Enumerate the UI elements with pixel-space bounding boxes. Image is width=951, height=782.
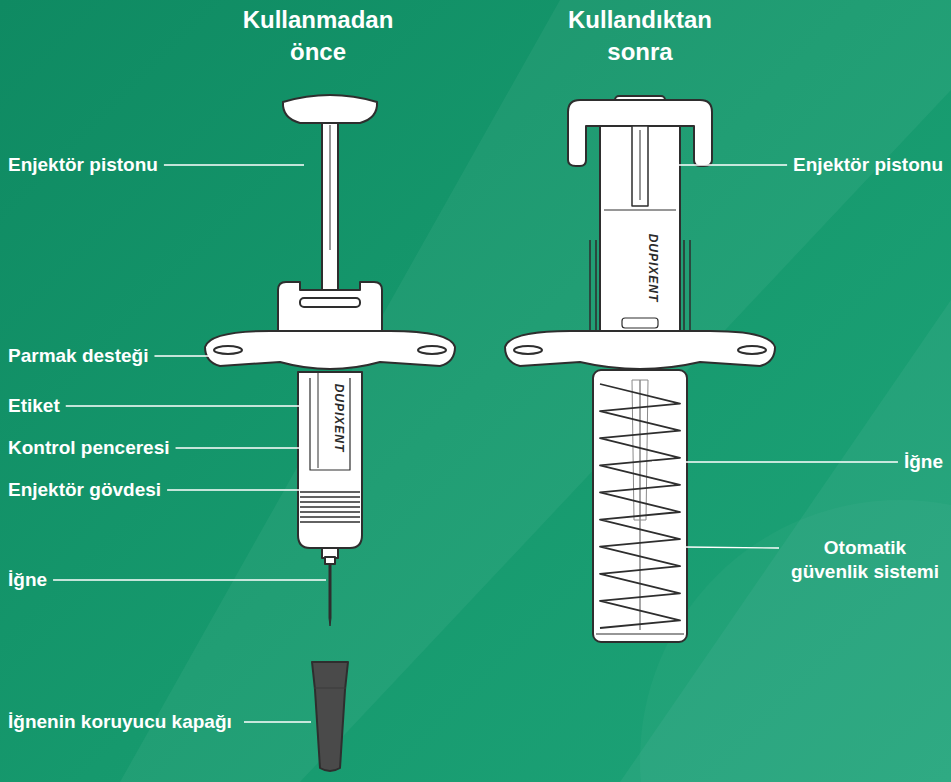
finger-flange [205,331,455,369]
needle-cap [312,662,348,771]
part-label: Kontrol penceresi [8,436,170,460]
leader-line [167,489,312,490]
part-label: Otomatik güvenlik sistemi [785,536,945,584]
grip-rib [300,521,360,523]
part-label: Parmak desteği [8,344,148,368]
housing-slot [300,298,360,307]
leader-line [650,164,787,165]
cap-line [314,688,346,689]
leader-line [164,164,304,165]
grip-rib [300,516,360,518]
brand-text: DUPIXENT [646,234,660,303]
grip-rib [300,496,360,498]
flange-slot [738,346,766,354]
part-label: Enjektör pistonu [793,153,943,177]
leader-line [652,461,898,462]
window-line [318,372,319,468]
side-clips [590,240,690,332]
brand-text: DUPIXENT [332,384,346,453]
leader-line [53,579,326,580]
part-label: İğnenin koruyucu kapağı [8,710,238,734]
part-label: İğne [904,450,943,474]
leader-line [66,405,306,406]
syringe-body [298,372,362,548]
leader-line [176,447,300,448]
needle-hub [325,557,335,564]
plunger-head [283,95,377,123]
safety-sleeve [593,370,687,642]
flange-slot [514,346,542,354]
section-heading: Kullanmadan önce [228,4,408,68]
sleeve-rim [596,633,684,634]
finger-flange [505,331,775,369]
part-label: Etiket [8,394,60,418]
leader-line [244,721,311,722]
part-label: Enjektör pistonu [8,153,158,177]
grip-rib [300,506,360,508]
grip-rib [300,501,360,503]
plunger-rod [632,126,648,206]
grip-ribs [300,492,360,522]
section-heading: Kullandıktan sonra [550,4,730,68]
plunger-rod [322,118,338,298]
safety-spring [600,384,680,628]
plunger-rod-line [330,125,331,250]
grip-rib [300,511,360,513]
grip-rib [300,491,360,493]
syringe-body [600,126,680,332]
part-label: İğne [8,568,47,592]
part-label: Enjektör gövdesi [8,478,161,502]
label-panel [310,378,350,470]
body-clip [622,318,658,328]
leader-line [154,355,232,356]
syringe-housing [278,282,382,332]
needle [329,564,331,626]
plunger-rod-line [640,130,641,200]
flange-slot [214,346,242,354]
body-line [604,210,676,211]
leader-line [684,547,779,548]
needle [639,380,641,630]
flange-slot [418,346,446,354]
